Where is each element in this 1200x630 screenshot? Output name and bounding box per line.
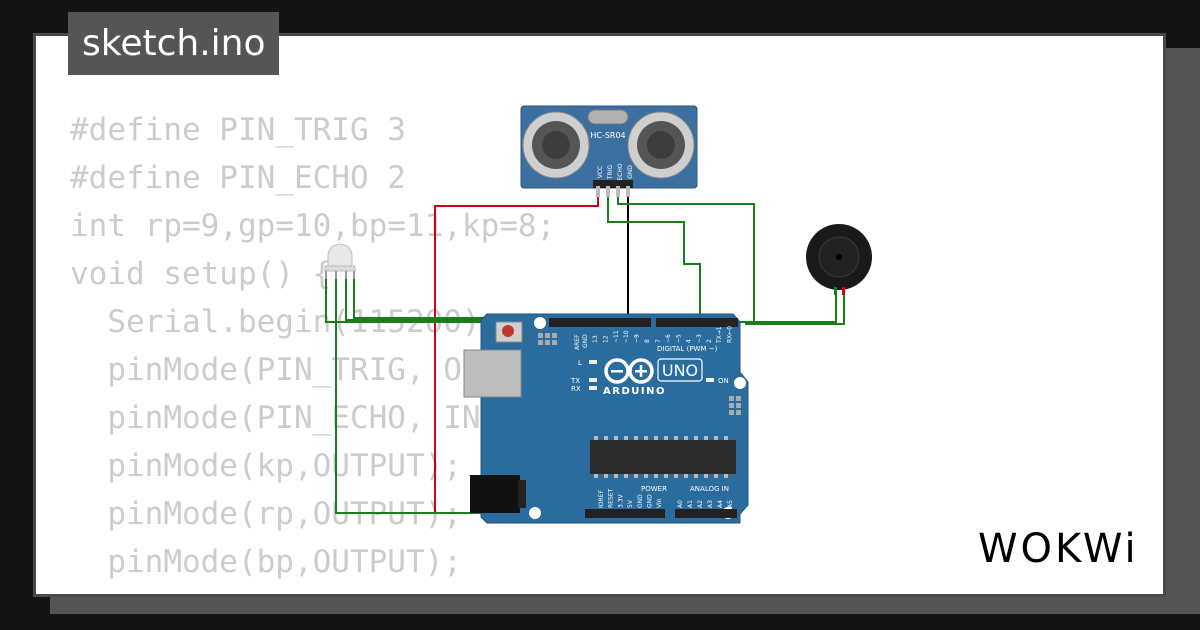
analog-pin-label: A4 — [717, 500, 724, 508]
code-line: pinMode(gp,OUTPUT); — [70, 586, 593, 594]
digital-pin-label: TX→1 — [716, 326, 723, 344]
label-power: POWER — [641, 485, 667, 493]
digital-pin-label: 4 — [686, 339, 693, 343]
analog-pin-label: A1 — [687, 500, 694, 508]
digital-pin-label: ~11 — [613, 330, 620, 343]
analog-pin-label: A3 — [707, 500, 714, 508]
power-pin-label: Vin — [656, 498, 663, 508]
label-gnd-top: GND — [582, 334, 589, 348]
digital-pin-label: 12 — [602, 335, 609, 343]
label-digital: DIGITAL (PWM ~) — [657, 345, 718, 353]
label-analog: ANALOG IN — [690, 485, 729, 493]
power-pin-label: IOREF — [598, 490, 605, 508]
digital-pin-label: 13 — [592, 335, 599, 343]
arduino-infinity-icon — [604, 358, 654, 384]
analog-pin-label: A2 — [697, 500, 704, 508]
file-tab[interactable]: sketch.ino — [68, 12, 280, 75]
digital-pin-label: ~3 — [696, 334, 703, 343]
code-line: int rp=9,gp=10,bp=11,kp=8; — [70, 208, 556, 244]
wire-echo — [617, 197, 755, 323]
reset-button-icon[interactable] — [495, 321, 523, 343]
sensor-label: HC-SR04 — [590, 131, 625, 140]
wire-buzzer-2 — [745, 292, 845, 325]
sensor-pin-gnd: GND — [627, 165, 634, 179]
power-pin-label: GND — [647, 494, 654, 508]
arduino-brand: ARDUINO — [603, 386, 666, 397]
code-line: #define PIN_ECHO 2 — [70, 160, 406, 196]
led-rgb-icon[interactable] — [324, 243, 356, 279]
code-line: #define PIN_TRIG 3 — [70, 112, 406, 148]
arduino-model: UNO — [662, 361, 698, 380]
power-pin-label: 5V — [627, 499, 634, 508]
digital-pin-label: ~9 — [634, 334, 641, 343]
digital-pin-label: RX←0 — [726, 326, 733, 343]
digital-pin-label: 2 — [706, 339, 713, 343]
power-pin-label: GND — [637, 494, 644, 508]
code-line: void setup() { — [70, 256, 332, 292]
label-tx: TX — [570, 377, 580, 385]
label-rx: RX — [571, 385, 581, 393]
digital-pin-label: ~10 — [623, 330, 630, 343]
wokwi-logo: WOKWi — [978, 526, 1139, 572]
label-aref: AREF — [574, 334, 581, 350]
wire-led-4 — [353, 278, 610, 319]
sensor-pin-vcc: VCC — [597, 166, 604, 178]
label-l: L — [578, 359, 582, 367]
buzzer-icon[interactable] — [806, 224, 872, 295]
digital-pin-label: 8 — [644, 339, 651, 343]
digital-pin-label: ~6 — [665, 334, 672, 343]
sensor-pin-trig: TRIG — [607, 165, 614, 181]
ultrasonic-sensor[interactable]: HC-SR04 VCC TRIG ECHO GND — [520, 105, 698, 197]
arduino-uno-board[interactable]: L TX RX ON DIGITAL (PWM ~) ARDUINO UNO 1… — [463, 313, 749, 524]
digital-pin-label: ~5 — [675, 334, 682, 343]
power-pin-label: RESET — [608, 488, 615, 508]
analog-pin-label: A0 — [677, 500, 684, 508]
label-on: ON — [718, 377, 729, 385]
code-line: pinMode(kp,OUTPUT); — [70, 448, 462, 484]
wire-trig — [607, 197, 701, 322]
sensor-pin-echo: ECHO — [617, 163, 624, 180]
analog-pin-label: A5 — [727, 500, 734, 508]
code-line: pinMode(bp,OUTPUT); — [70, 544, 462, 580]
digital-pin-label: 7 — [655, 339, 662, 343]
power-pin-label: 3.3V — [617, 493, 624, 508]
